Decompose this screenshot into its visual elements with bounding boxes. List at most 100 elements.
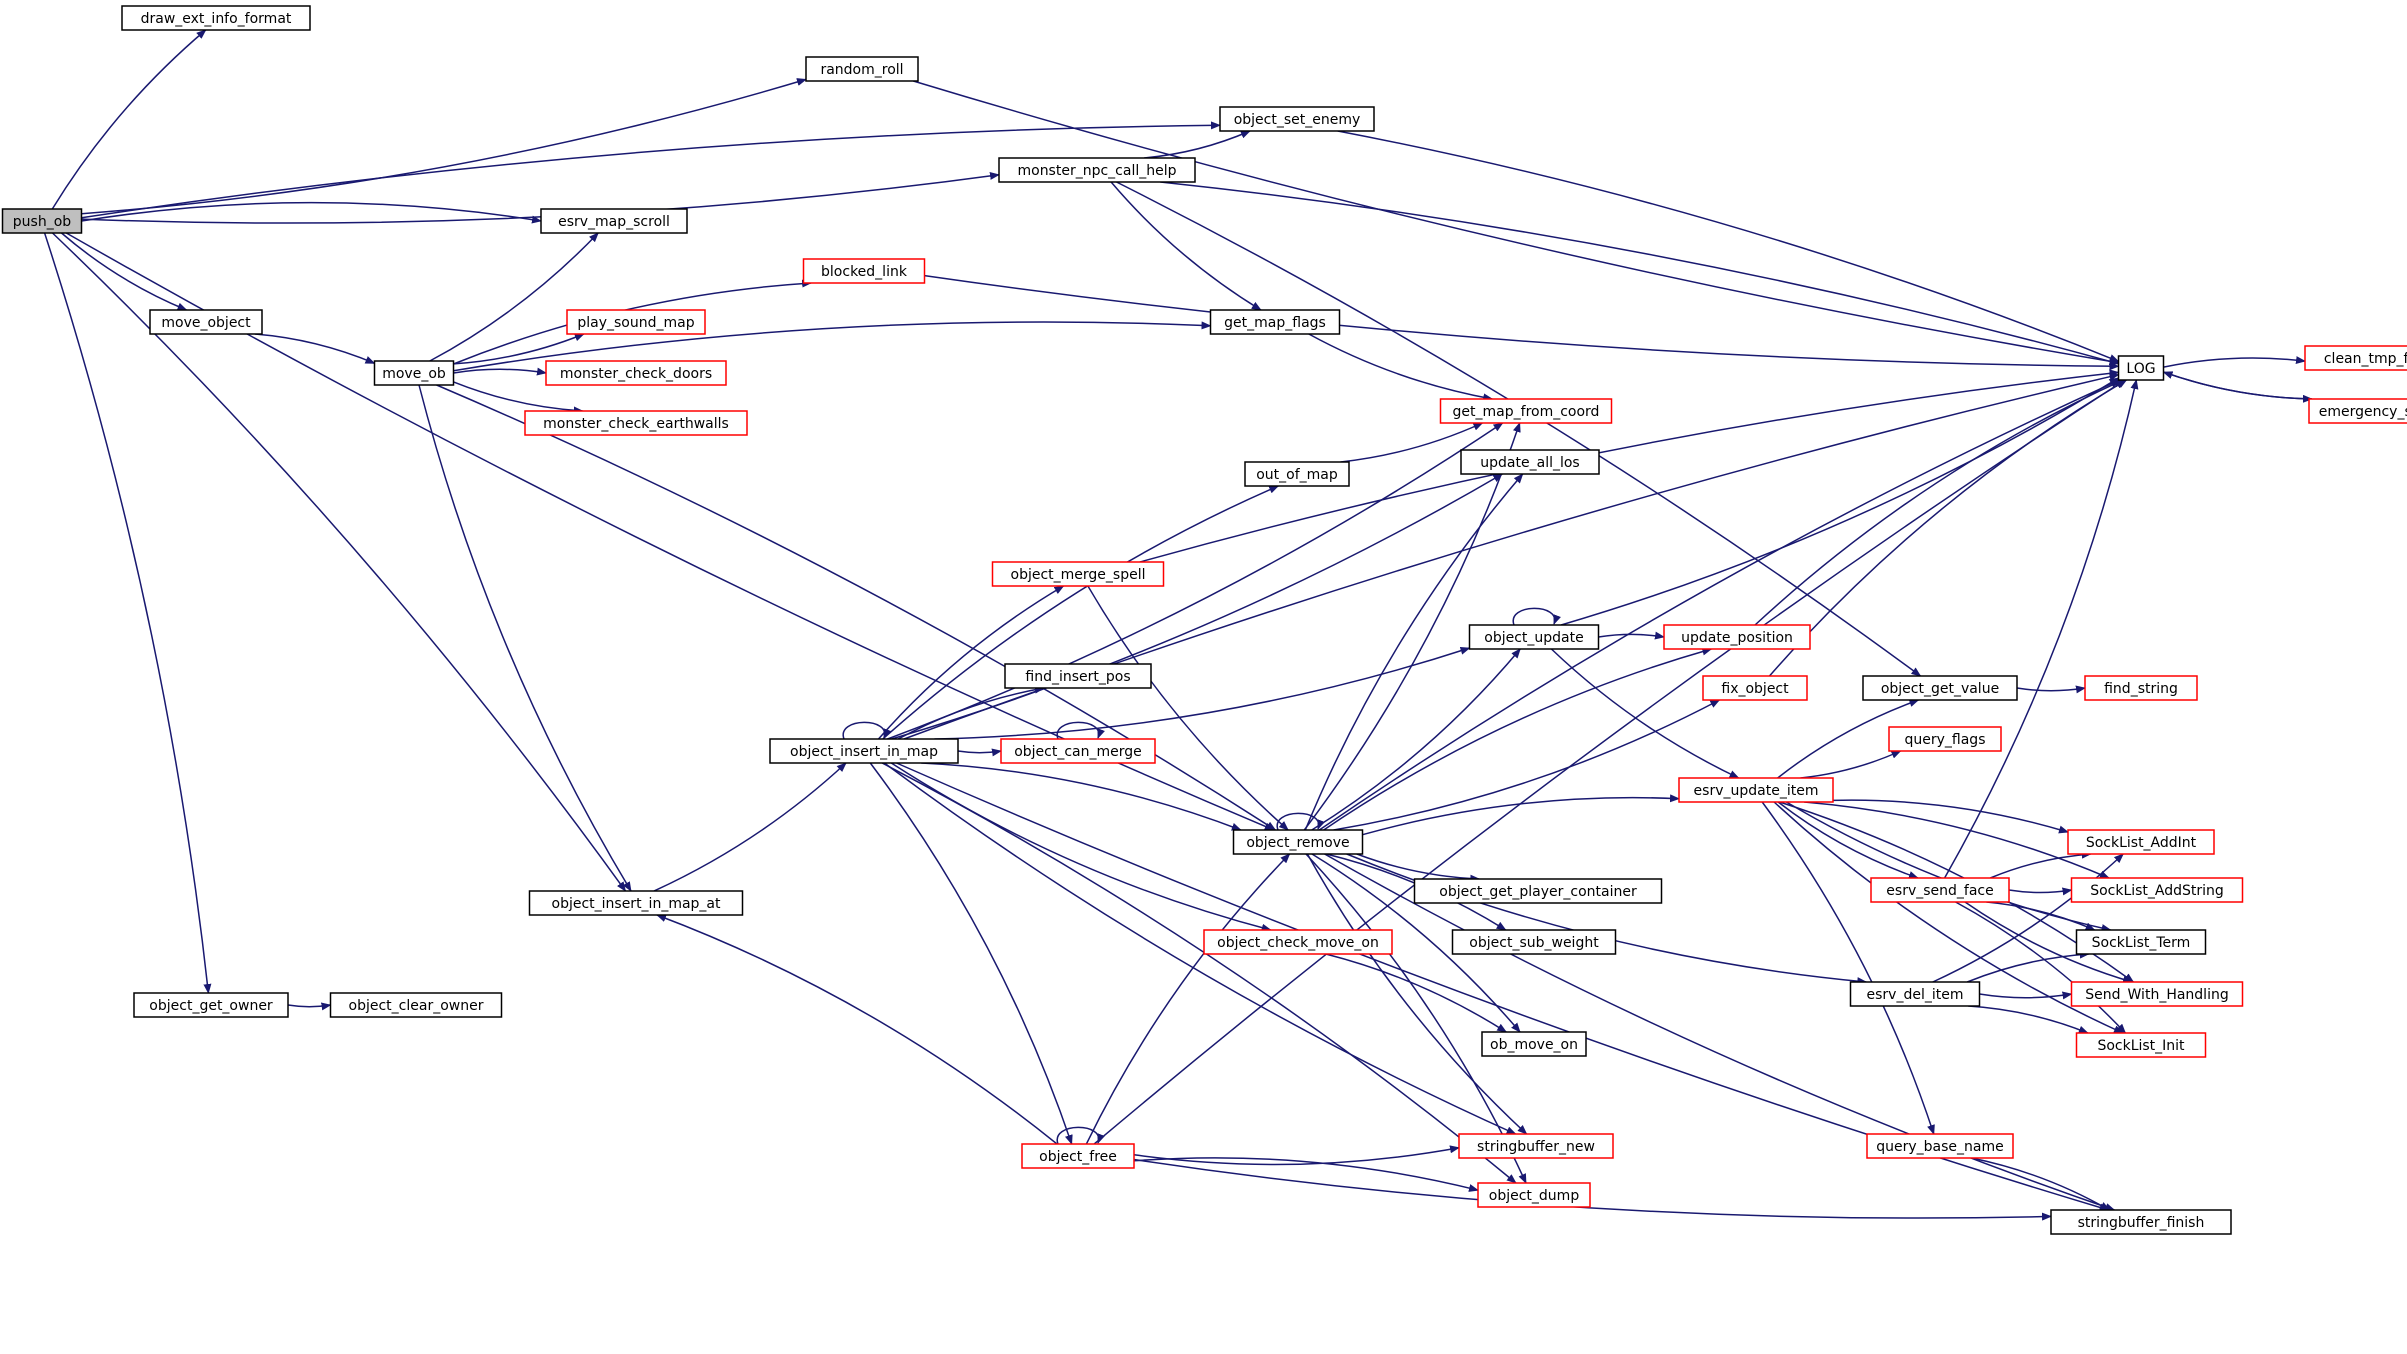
edge-object_get_value-to-find_string (2016, 685, 2086, 694)
edge-move_ob-to-monster_check_earthwalls (453, 381, 584, 415)
edge-object_update-to-esrv_update_item (1550, 648, 1740, 779)
node-box (1870, 877, 2010, 903)
node-object_set_enemy[interactable]: object_set_enemy (1219, 106, 1375, 132)
node-label: draw_ext_info_format (141, 11, 292, 27)
node-label: get_map_from_coord (1453, 404, 1600, 420)
node-monster_check_doors[interactable]: monster_check_doors (545, 360, 727, 386)
node-object_can_merge[interactable]: object_can_merge (1000, 738, 1156, 764)
node-find_string[interactable]: find_string (2084, 675, 2198, 701)
edge-push_ob-to-object_set_enemy (81, 121, 1221, 219)
node-LOG[interactable]: LOG (2117, 355, 2165, 381)
edge-esrv_send_face-to-SockList_Term (1986, 901, 2096, 931)
node-label: object_dump (1489, 1188, 1580, 1204)
node-label: esrv_update_item (1694, 783, 1819, 799)
node-label: LOG (2126, 361, 2155, 377)
node-SockList_AddString[interactable]: SockList_AddString (2070, 877, 2244, 903)
node-object_free[interactable]: object_free (1021, 1143, 1135, 1169)
node-label: object_set_enemy (1234, 112, 1361, 128)
node-label: push_ob (13, 214, 71, 230)
edge-object_free-to-stringbuffer_new (1133, 1145, 1460, 1166)
node-out_of_map[interactable]: out_of_map (1244, 461, 1350, 487)
node-ob_move_on[interactable]: ob_move_on (1481, 1031, 1587, 1057)
node-label: object_update (1484, 630, 1583, 646)
edge-object_update-to-object_update (1512, 607, 1561, 626)
node-find_insert_pos[interactable]: find_insert_pos (1004, 663, 1152, 689)
node-label: find_insert_pos (1025, 669, 1130, 685)
node-query_flags[interactable]: query_flags (1888, 726, 2002, 752)
node-object_clear_owner[interactable]: object_clear_owner (329, 992, 503, 1018)
edge-get_map_flags-to-get_map_from_coord (1308, 333, 1494, 402)
node-stringbuffer_new[interactable]: stringbuffer_new (1458, 1133, 1614, 1159)
node-update_all_los[interactable]: update_all_los (1460, 449, 1600, 475)
edge-esrv_update_item-to-SockList_AddString (1804, 801, 2110, 879)
node-fix_object[interactable]: fix_object (1702, 675, 1808, 701)
node-esrv_map_scroll[interactable]: esrv_map_scroll (540, 208, 688, 234)
edge-move_ob-to-blocked_link (453, 279, 813, 365)
node-object_get_owner[interactable]: object_get_owner (133, 992, 289, 1018)
node-blocked_link[interactable]: blocked_link (802, 258, 926, 284)
node-draw_ext_info_format[interactable]: draw_ext_info_format (121, 5, 311, 31)
node-box (2117, 355, 2165, 381)
edge-object_remove-to-object_update (1311, 648, 1521, 831)
node-object_dump[interactable]: object_dump (1477, 1182, 1591, 1208)
node-object_insert_in_map[interactable]: object_insert_in_map (769, 738, 959, 764)
edge-LOG-to-clean_tmp_files (2163, 356, 2306, 368)
node-query_base_name[interactable]: query_base_name (1866, 1133, 2014, 1159)
node-object_get_value[interactable]: object_get_value (1862, 675, 2018, 701)
node-object_update[interactable]: object_update (1468, 624, 1600, 650)
node-emergency_save[interactable]: emergency_save (2308, 398, 2407, 424)
node-label: query_flags (1905, 732, 1986, 748)
edge-move_ob-to-object_insert_in_map_at (418, 384, 632, 892)
edge-object_remove-to-stringbuffer_new (1306, 853, 1528, 1135)
edge-esrv_update_item-to-esrv_send_face (1777, 801, 1919, 879)
node-get_map_from_coord[interactable]: get_map_from_coord (1439, 398, 1613, 424)
node-Send_With_Handling[interactable]: Send_With_Handling (2070, 981, 2244, 1007)
node-monster_npc_call_help[interactable]: monster_npc_call_help (998, 157, 1196, 183)
node-clean_tmp_files[interactable]: clean_tmp_files (2304, 345, 2407, 371)
node-object_insert_in_map_at[interactable]: object_insert_in_map_at (528, 890, 744, 916)
node-monster_check_earthwalls[interactable]: monster_check_earthwalls (524, 410, 748, 436)
node-update_position[interactable]: update_position (1663, 624, 1811, 650)
node-SockList_AddInt[interactable]: SockList_AddInt (2067, 829, 2215, 855)
node-box (2304, 345, 2407, 371)
edge-move_ob-to-monster_check_doors (453, 367, 547, 376)
node-move_ob[interactable]: move_ob (373, 360, 455, 386)
node-box (1021, 1143, 1135, 1169)
node-box (329, 992, 503, 1018)
node-esrv_update_item[interactable]: esrv_update_item (1678, 777, 1834, 803)
node-SockList_Term[interactable]: SockList_Term (2075, 929, 2207, 955)
edge-esrv_send_face-to-LOG (1943, 379, 2139, 879)
node-label: object_clear_owner (349, 998, 484, 1014)
node-esrv_send_face[interactable]: esrv_send_face (1870, 877, 2010, 903)
node-get_map_flags[interactable]: get_map_flags (1209, 309, 1341, 335)
edge-esrv_del_item-to-SockList_Term (1966, 950, 2090, 983)
node-move_object[interactable]: move_object (149, 309, 263, 335)
node-object_get_player_container[interactable]: object_get_player_container (1413, 878, 1663, 904)
edge-object_free-to-stringbuffer_finish (1133, 1158, 2052, 1221)
node-box (566, 309, 706, 335)
node-box (2070, 981, 2244, 1007)
node-box (1849, 981, 1981, 1007)
node-play_sound_map[interactable]: play_sound_map (566, 309, 706, 335)
node-object_remove[interactable]: object_remove (1232, 829, 1364, 855)
edge-esrv_send_face-to-SockList_Init (1955, 901, 2127, 1034)
node-box (1888, 726, 2002, 752)
node-label: clean_tmp_files (2324, 351, 2407, 367)
node-label: play_sound_map (577, 315, 694, 331)
node-object_merge_spell[interactable]: object_merge_spell (991, 561, 1165, 587)
node-label: find_string (2104, 681, 2178, 697)
node-SockList_Init[interactable]: SockList_Init (2075, 1032, 2207, 1058)
node-esrv_del_item[interactable]: esrv_del_item (1849, 981, 1981, 1007)
node-push_ob[interactable]: push_ob (1, 208, 83, 234)
edge-object_free-to-object_insert_in_map_at (656, 914, 1058, 1145)
node-object_check_move_on[interactable]: object_check_move_on (1203, 929, 1393, 955)
node-box (2050, 1209, 2232, 1235)
node-stringbuffer_finish[interactable]: stringbuffer_finish (2050, 1209, 2232, 1235)
edge-object_set_enemy-to-LOG (1337, 130, 2120, 363)
node-object_sub_weight[interactable]: object_sub_weight (1451, 929, 1617, 955)
node-random_roll[interactable]: random_roll (805, 56, 919, 82)
edge-out_of_map-to-get_map_from_coord (1340, 422, 1484, 463)
node-box (545, 360, 727, 386)
node-label: stringbuffer_finish (2078, 1215, 2205, 1231)
node-box (528, 890, 744, 916)
